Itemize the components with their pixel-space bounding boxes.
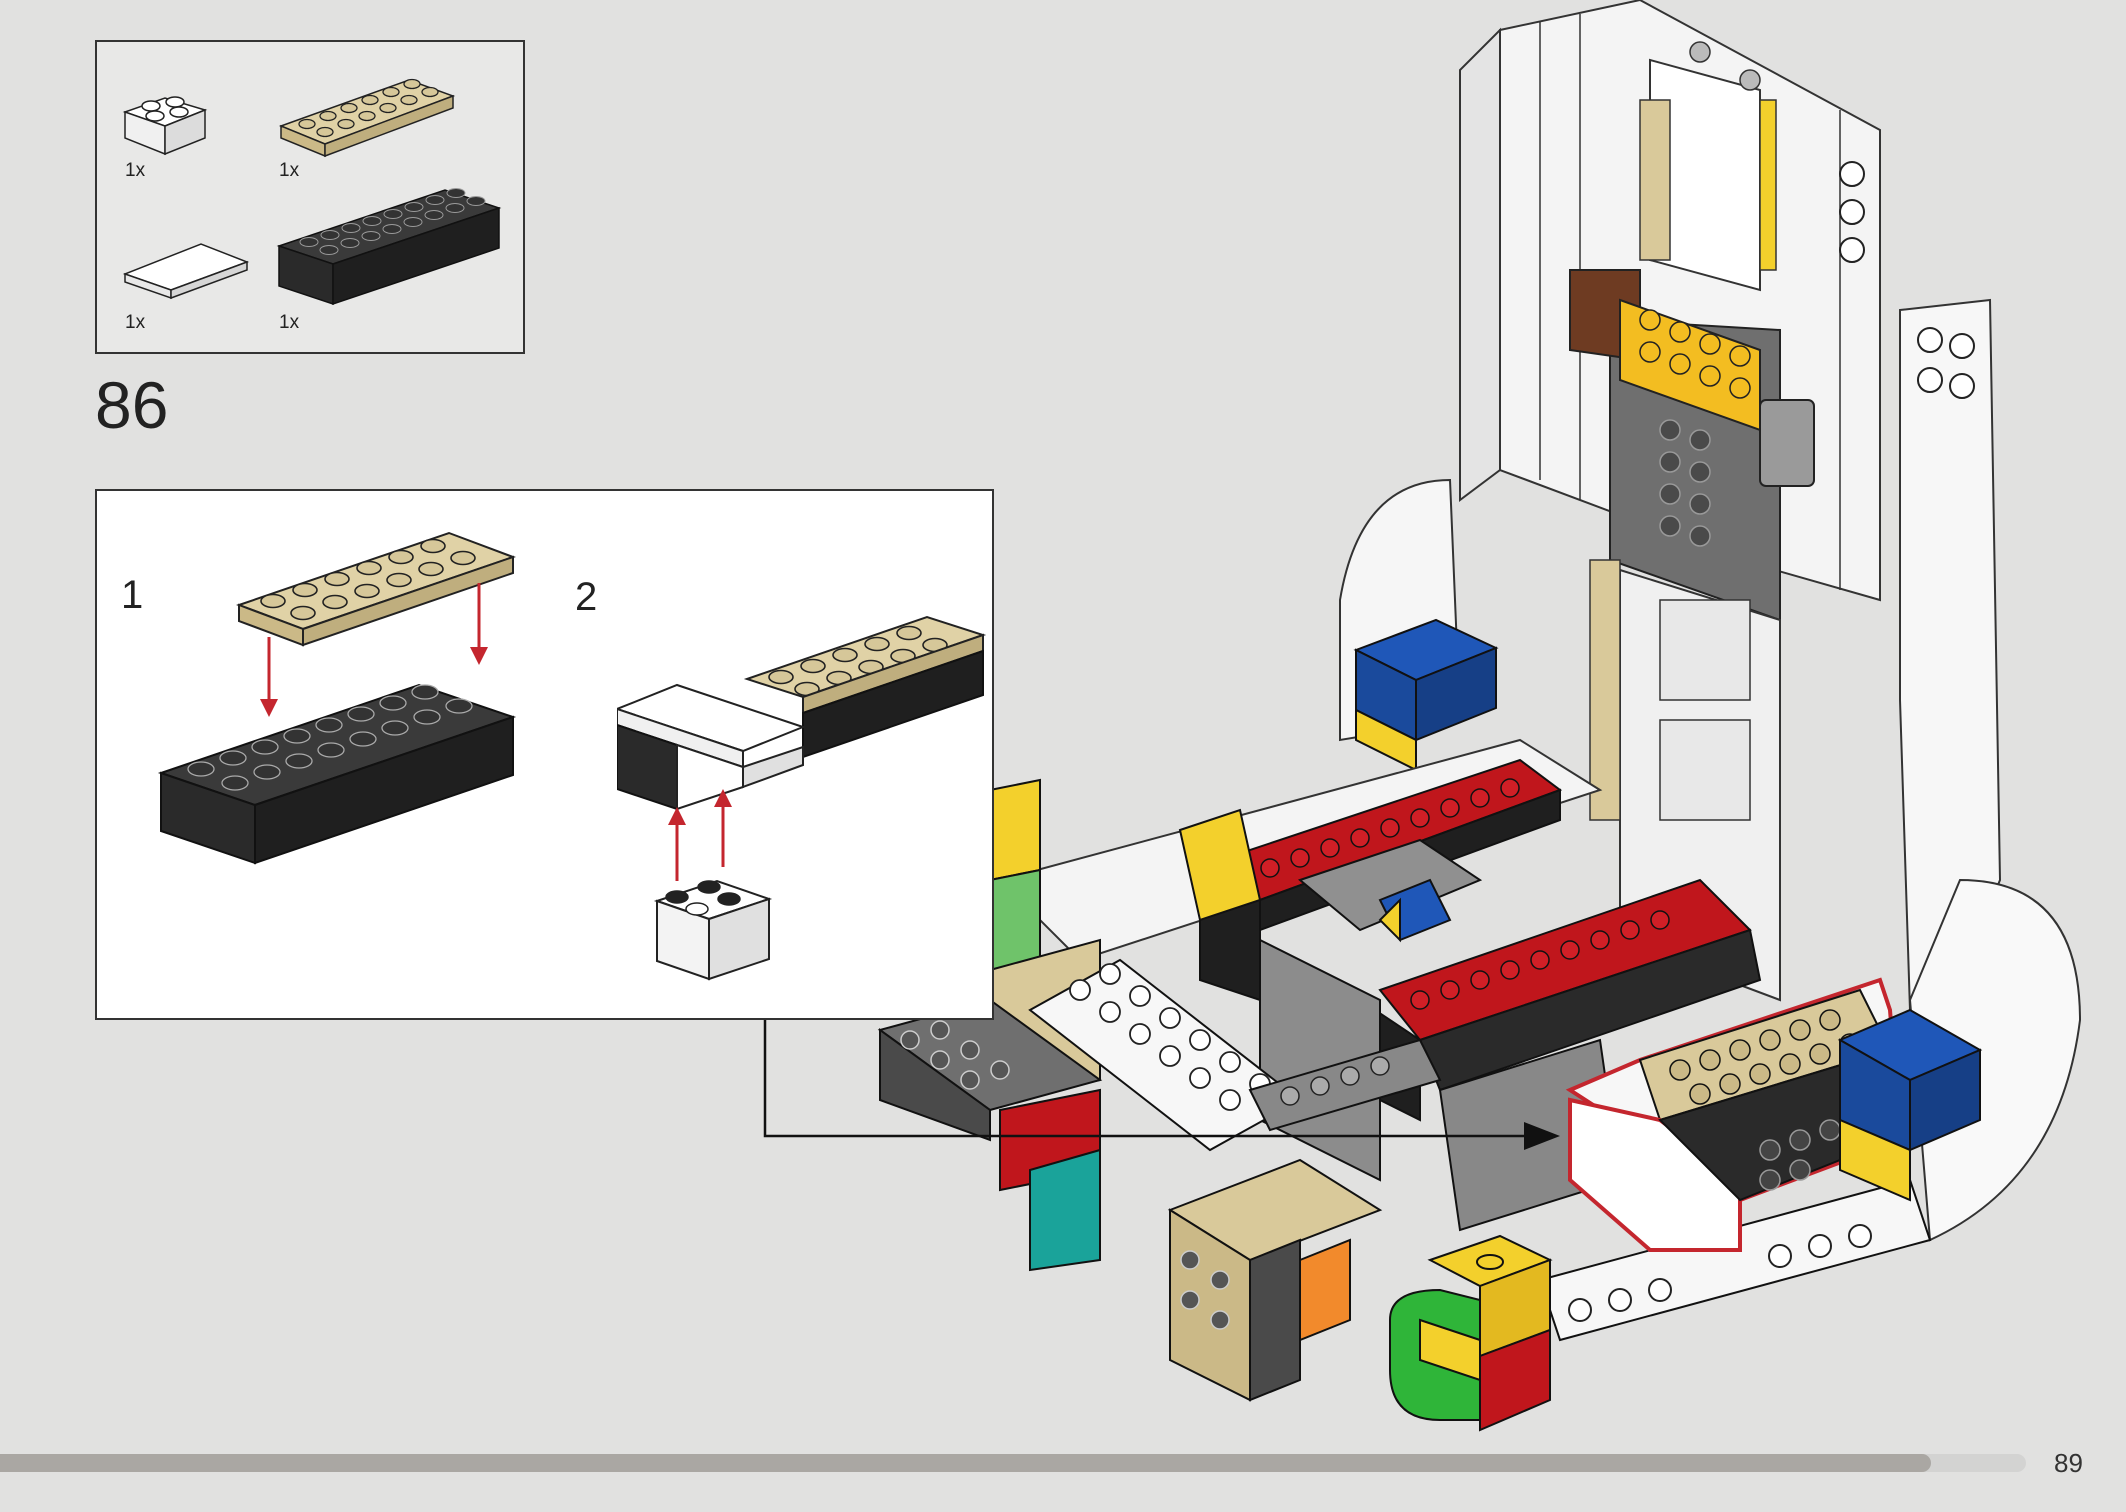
part-black-brick-2x8 bbox=[275, 172, 505, 312]
part-white-brick-2x2 bbox=[121, 78, 211, 158]
progress-bar bbox=[0, 1454, 2026, 1472]
page-number: 89 bbox=[2054, 1448, 2083, 1478]
part-quantity: 1x bbox=[279, 160, 300, 181]
progress-fill bbox=[0, 1454, 1931, 1472]
white-brick-icon bbox=[122, 96, 208, 156]
black-brick-icon bbox=[276, 188, 502, 306]
part-quantity: 1x bbox=[125, 160, 146, 181]
tan-plate-icon bbox=[278, 78, 456, 158]
part-white-tile-2x2 bbox=[121, 232, 251, 302]
part-quantity: 1x bbox=[125, 312, 146, 333]
substep-label: 2 bbox=[575, 575, 598, 619]
white-tile-icon bbox=[122, 243, 250, 300]
substep-1-illustration bbox=[157, 531, 517, 865]
part-tan-plate-2x6 bbox=[277, 62, 457, 162]
substep-panel: 1 2 bbox=[95, 489, 994, 1020]
substep-2-illustration bbox=[617, 615, 987, 981]
parts-list: 1x 1x 1x bbox=[95, 40, 525, 354]
substep-label: 1 bbox=[121, 573, 144, 617]
step-number: 86 bbox=[95, 368, 169, 442]
part-quantity: 1x bbox=[279, 312, 300, 333]
